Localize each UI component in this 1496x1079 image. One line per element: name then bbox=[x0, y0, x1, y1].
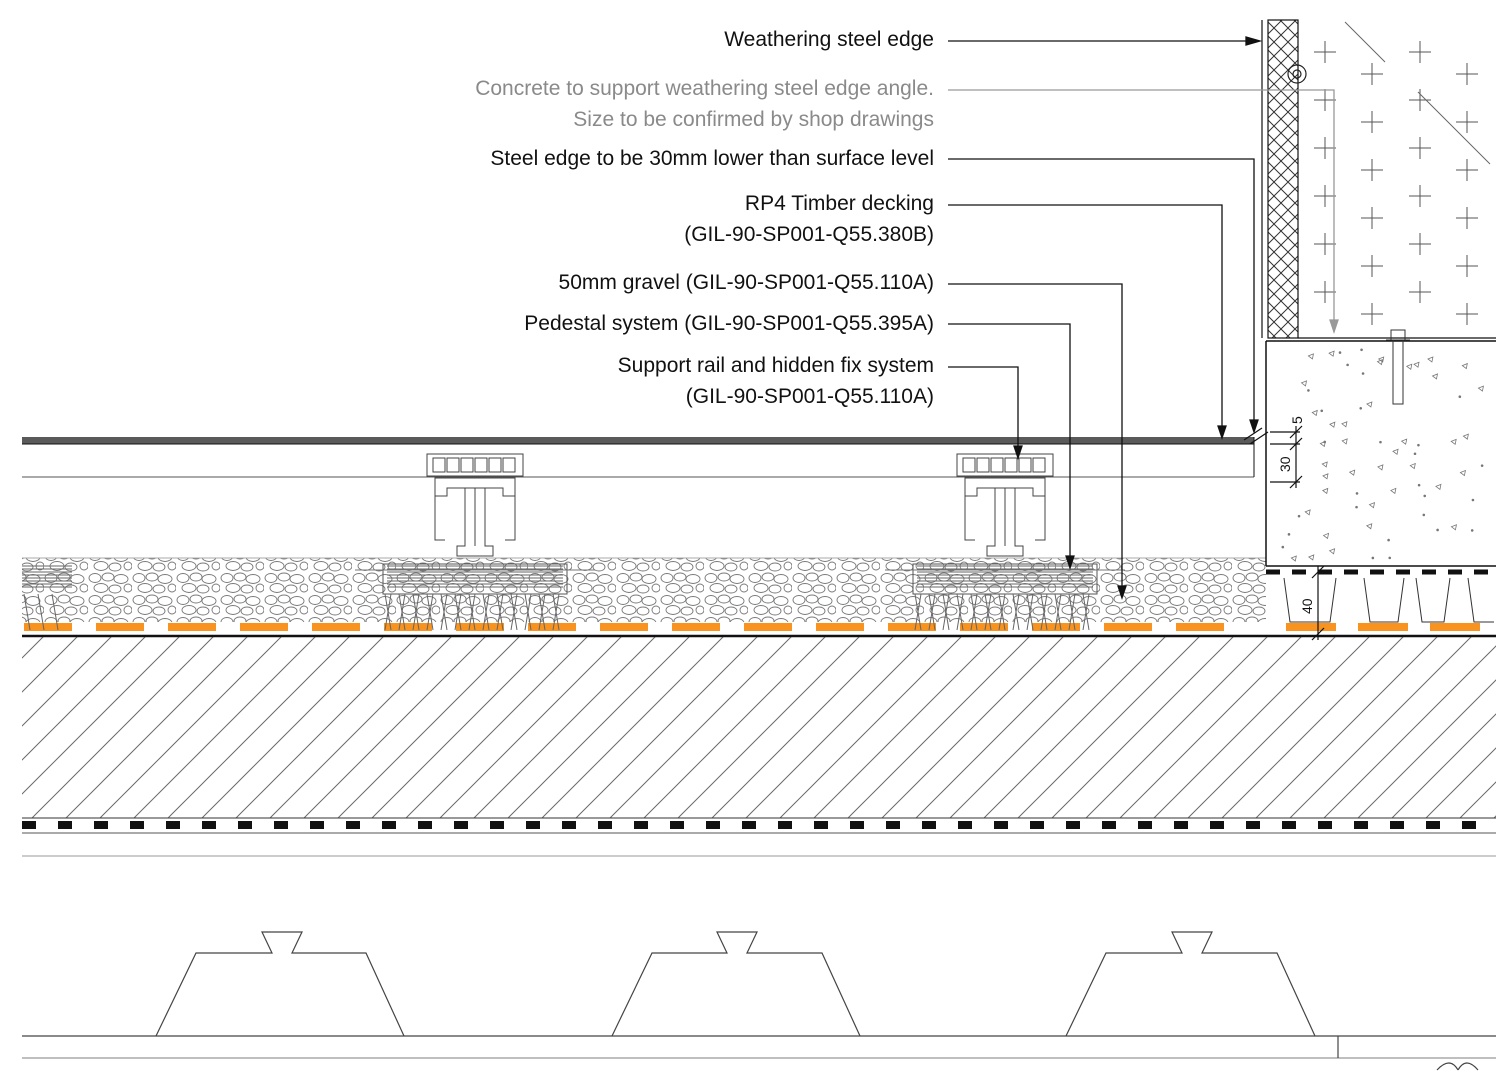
drainage-cells bbox=[1266, 569, 1496, 623]
anchor-bolt bbox=[1386, 329, 1410, 405]
label-gravel: 50mm gravel (GIL-90-SP001-Q55.110A) bbox=[559, 267, 934, 298]
membrane-strip bbox=[456, 623, 504, 631]
dimension-edge-drop: 30 bbox=[1277, 456, 1293, 472]
label-line: (GIL-90-SP001-Q55.380B) bbox=[684, 223, 934, 246]
label-weathering-steel-edge: Weathering steel edge bbox=[724, 24, 934, 55]
annotation-leaders bbox=[948, 36, 1339, 601]
label-support-rail: Support rail and hidden fix system (GIL-… bbox=[618, 350, 934, 412]
label-line: 50mm gravel (GIL-90-SP001-Q55.110A) bbox=[558, 271, 934, 294]
membrane-strip bbox=[1286, 623, 1336, 631]
membrane-strip bbox=[384, 623, 432, 631]
dimension-drainage: 40 bbox=[1299, 598, 1315, 614]
pedestal-system bbox=[22, 453, 1125, 631]
membrane-strip bbox=[24, 623, 72, 631]
profiled-metal-deck bbox=[22, 931, 1496, 1071]
membrane-strip bbox=[672, 623, 720, 631]
membrane-strip bbox=[888, 623, 936, 631]
membrane-strip bbox=[168, 623, 216, 631]
membrane-strip bbox=[600, 623, 648, 631]
label-pedestal-system: Pedestal system (GIL-90-SP001-Q55.395A) bbox=[524, 308, 934, 339]
label-line: Concrete to support weathering steel edg… bbox=[475, 77, 934, 100]
label-line: Size to be confirmed by shop drawings bbox=[573, 108, 934, 131]
membrane-strip bbox=[816, 623, 864, 631]
wall-insulation bbox=[1261, 19, 1496, 339]
label-timber-decking: RP4 Timber decking (GIL-90-SP001-Q55.380… bbox=[684, 188, 934, 250]
membrane-strip bbox=[744, 623, 792, 631]
label-concrete-support: Concrete to support weathering steel edg… bbox=[475, 73, 934, 135]
gravel-layer bbox=[22, 558, 1266, 622]
membrane-strip bbox=[1104, 623, 1152, 631]
membrane-strip bbox=[1358, 623, 1408, 631]
membrane-strip bbox=[312, 623, 360, 631]
membrane-strip bbox=[1176, 623, 1224, 631]
pedestal bbox=[885, 453, 1125, 631]
pedestal-partial bbox=[22, 565, 72, 631]
label-line: RP4 Timber decking bbox=[744, 192, 934, 215]
membrane-strip bbox=[960, 623, 1008, 631]
membrane-strip bbox=[240, 623, 288, 631]
protection-membrane bbox=[24, 623, 1480, 631]
dimension-gap: 5 bbox=[1289, 416, 1305, 424]
timber-decking-board bbox=[22, 437, 1255, 478]
label-steel-edge-lower: Steel edge to be 30mm lower than surface… bbox=[490, 143, 934, 174]
label-line: Support rail and hidden fix system bbox=[617, 354, 934, 377]
label-line: (GIL-90-SP001-Q55.110A) bbox=[685, 385, 934, 408]
label-line: Weathering steel edge bbox=[724, 28, 934, 51]
label-line: Pedestal system (GIL-90-SP001-Q55.395A) bbox=[524, 312, 934, 335]
structural-slab bbox=[22, 636, 1496, 818]
membrane-strip bbox=[1430, 623, 1480, 631]
membrane-strip bbox=[96, 623, 144, 631]
membrane-strip bbox=[528, 623, 576, 631]
concrete-upstand bbox=[1265, 340, 1496, 567]
label-line: Steel edge to be 30mm lower than surface… bbox=[490, 147, 934, 170]
pedestal bbox=[355, 453, 595, 631]
dimension-marks bbox=[1243, 425, 1325, 641]
